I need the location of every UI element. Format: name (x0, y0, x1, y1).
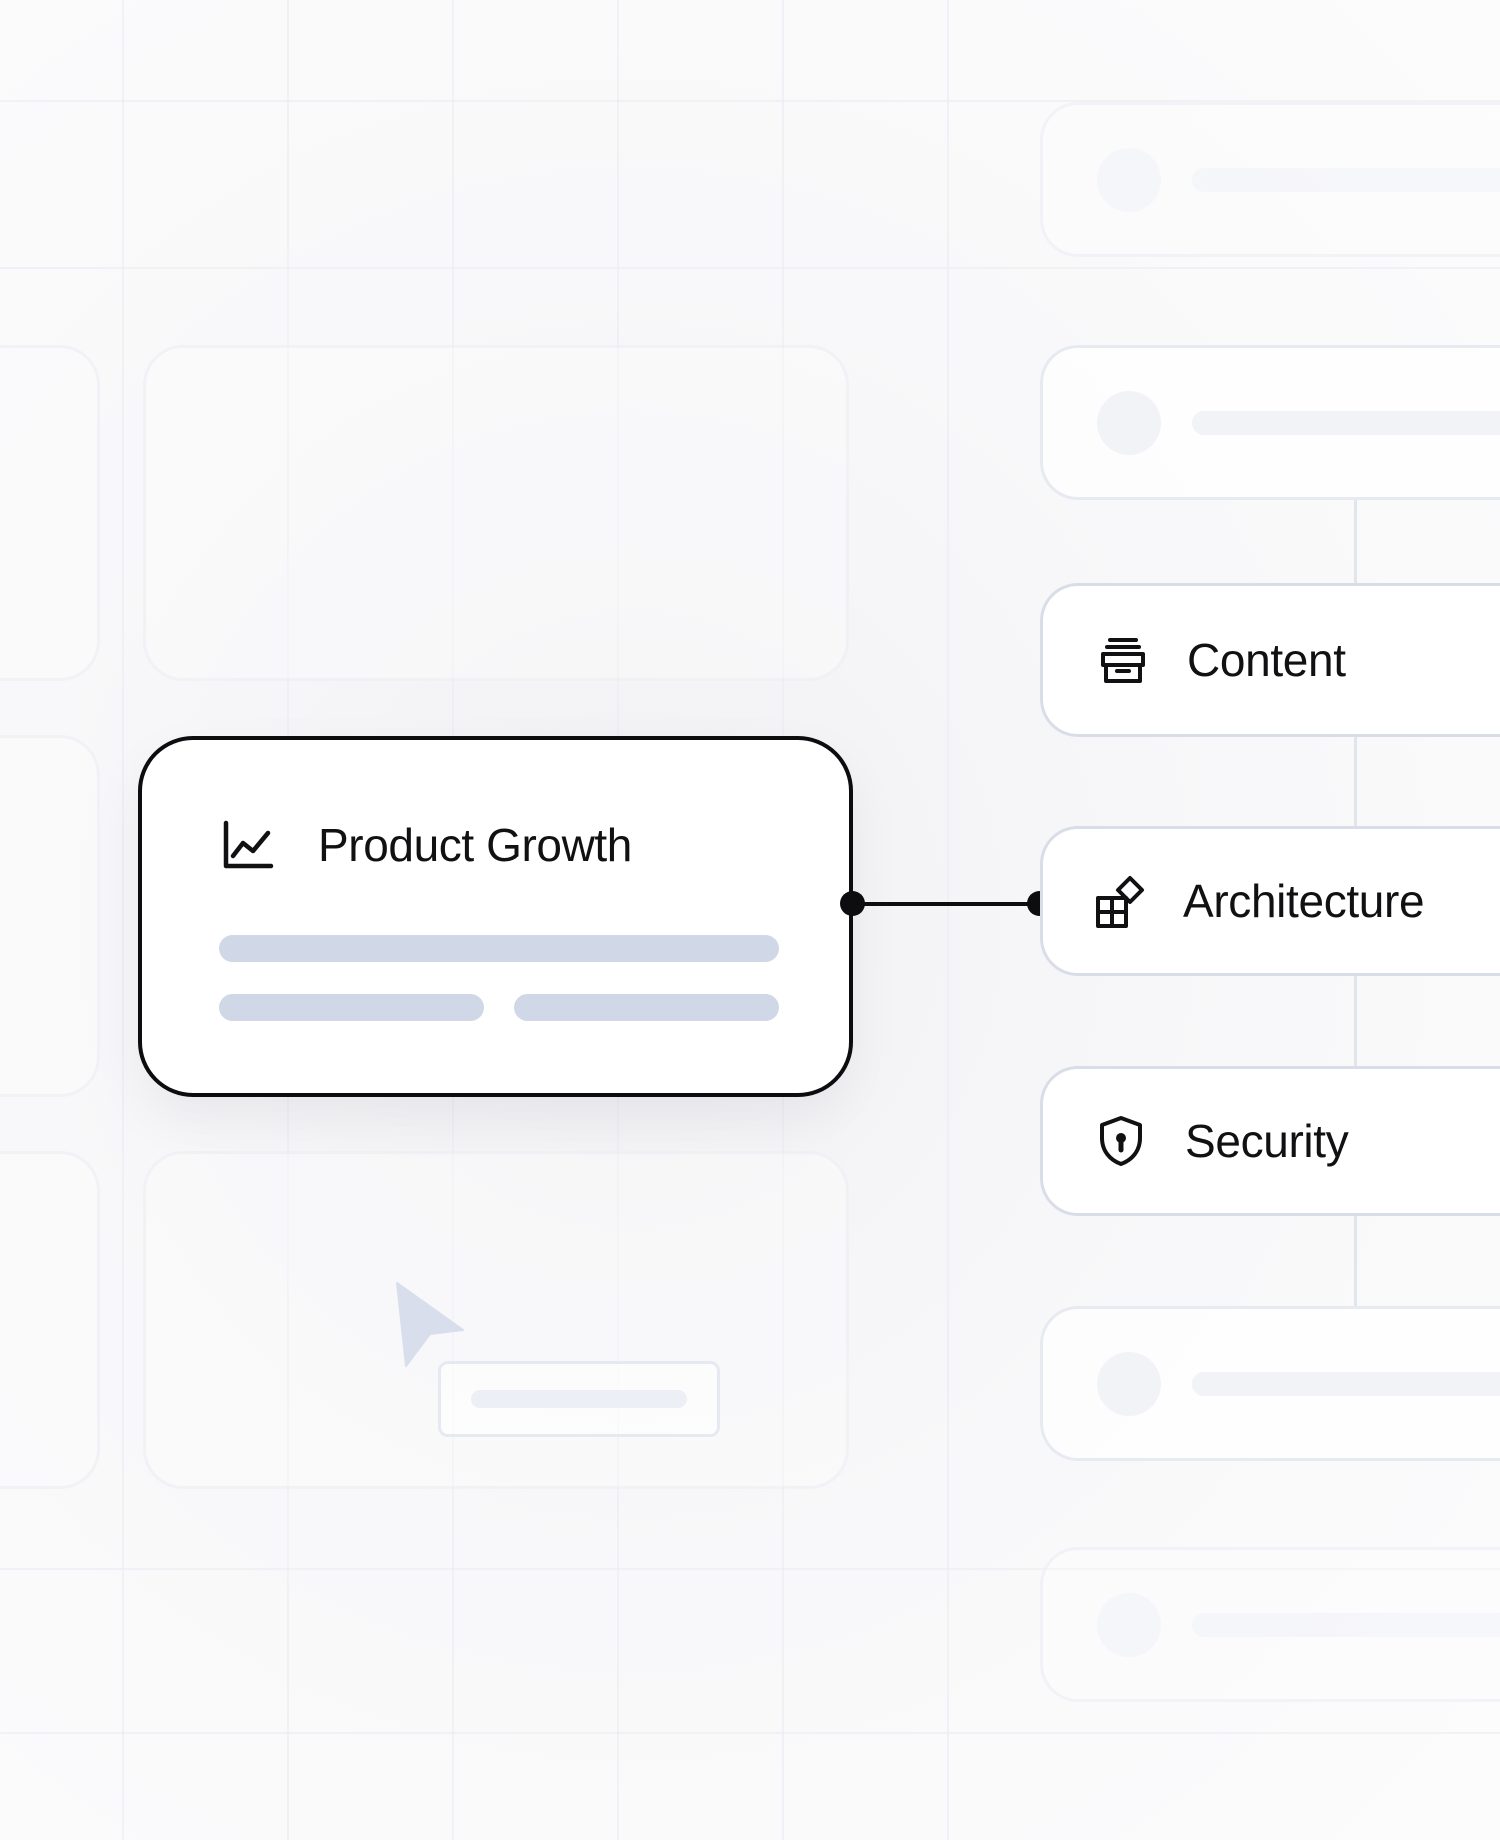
background-gridline (0, 1568, 1500, 1570)
vertical-connector (1354, 974, 1357, 1068)
vertical-connector (1354, 499, 1357, 585)
background-gridline (0, 100, 1500, 102)
background-gridline (0, 1732, 1500, 1734)
skeleton-line (1192, 410, 1500, 435)
skeleton-avatar (1097, 390, 1161, 455)
background-card (143, 1151, 849, 1489)
architecture-label: Architecture (1183, 875, 1425, 927)
vertical-connector (1354, 1214, 1357, 1307)
content-label: Content (1187, 634, 1346, 686)
skeleton-avatar (1097, 147, 1161, 212)
skeleton-card (1040, 345, 1500, 500)
skeleton-card (1040, 1306, 1500, 1461)
placeholder-button-line (471, 1390, 687, 1408)
background-card (0, 345, 100, 681)
vertical-connector (1354, 735, 1357, 829)
product-growth-card[interactable]: Product Growth (138, 736, 853, 1097)
blocks-diamond-icon (1096, 876, 1144, 928)
skeleton-line (1192, 1612, 1500, 1637)
line-chart-icon (223, 820, 274, 869)
background-card (143, 345, 849, 681)
placeholder-bar (219, 935, 779, 962)
connector-dot (840, 891, 865, 916)
skeleton-line (1192, 1371, 1500, 1396)
background-gridline (0, 267, 1500, 269)
shield-lock-icon (1100, 1116, 1142, 1166)
background-card (0, 1151, 100, 1489)
architecture-node[interactable]: Architecture (1040, 826, 1500, 976)
product-growth-title: Product Growth (318, 819, 632, 871)
archive-icon (1101, 638, 1145, 683)
placeholder-button (438, 1361, 720, 1437)
placeholder-bar (514, 994, 779, 1021)
placeholder-bar (219, 994, 484, 1021)
skeleton-card (1040, 102, 1500, 257)
skeleton-line (1192, 167, 1500, 192)
cursor-arrow-icon (396, 1282, 464, 1367)
skeleton-avatar (1097, 1592, 1161, 1657)
product-growth-title-row: Product Growth (220, 816, 632, 874)
content-node[interactable]: Content (1040, 583, 1500, 737)
security-node[interactable]: Security (1040, 1066, 1500, 1216)
background-card (0, 735, 100, 1097)
background-gridline (947, 0, 949, 1840)
security-label: Security (1185, 1115, 1349, 1167)
background-gridline (122, 0, 124, 1840)
connector-line (852, 902, 1040, 906)
skeleton-card (1040, 1547, 1500, 1702)
skeleton-avatar (1097, 1351, 1161, 1416)
